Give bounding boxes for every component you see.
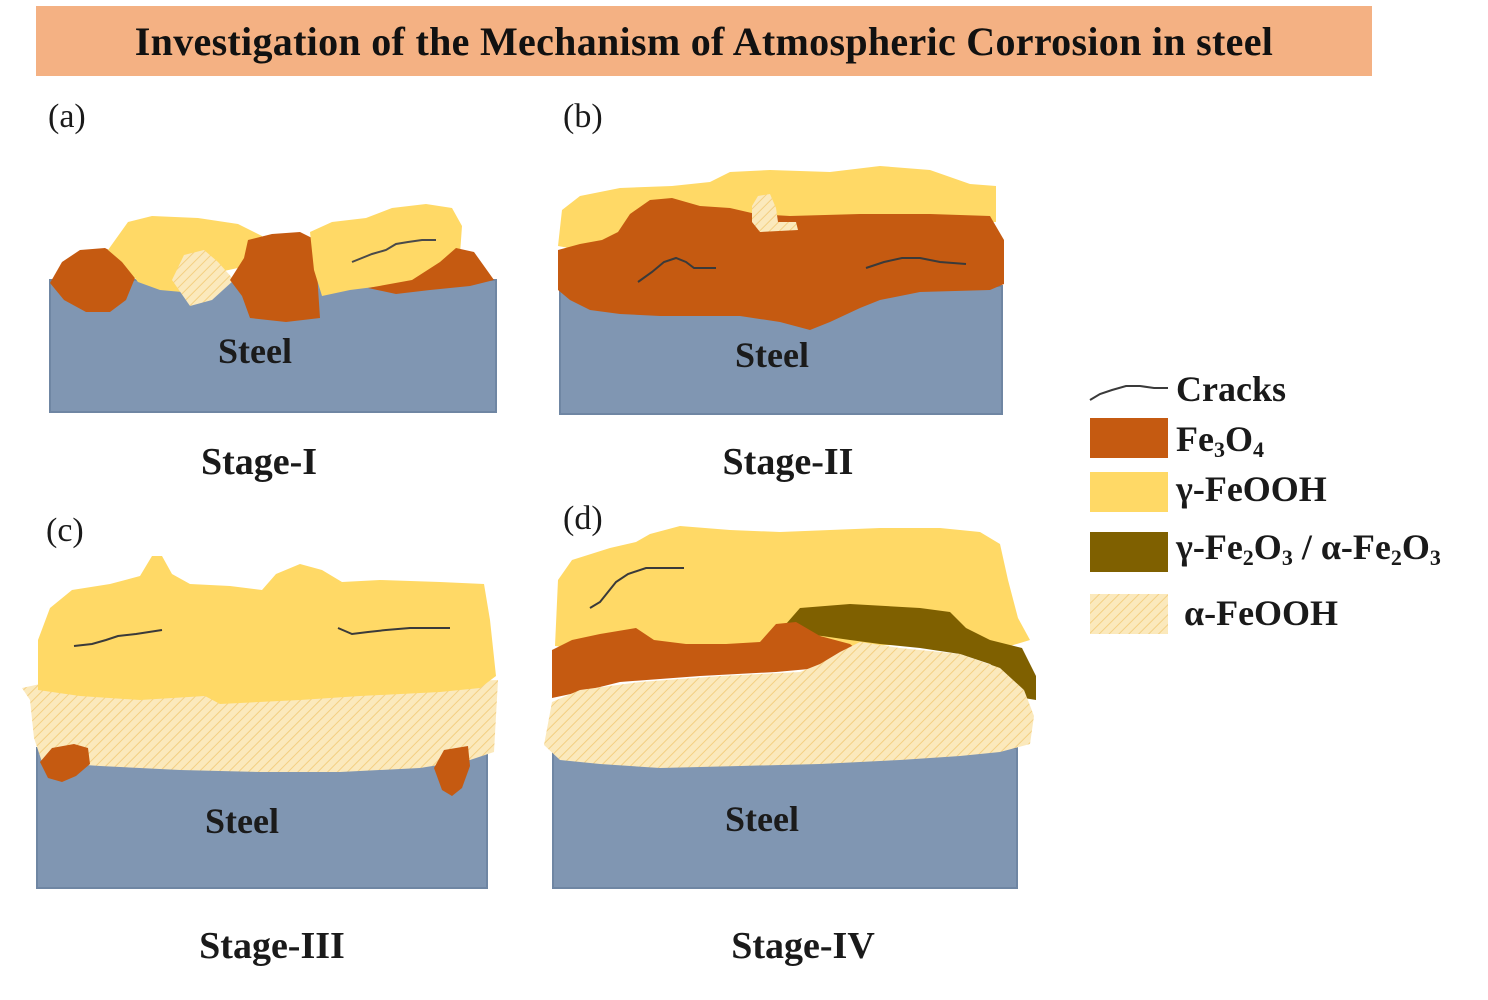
legend-fe2o3-swatch	[1090, 532, 1168, 572]
stage-label: Stage-III	[199, 925, 345, 967]
panel-c-drawing	[22, 556, 498, 889]
steel-label: Steel	[725, 799, 799, 839]
legend-crack-line	[1089, 385, 1168, 401]
crack	[351, 239, 436, 263]
crack	[589, 567, 684, 609]
panel-letter-a: (a)	[48, 98, 86, 135]
gamma-feooh-layer	[38, 556, 496, 704]
crack	[637, 256, 716, 283]
gamma-feooh-layer	[108, 216, 262, 292]
steel-label: Steel	[218, 331, 292, 371]
fe3o4-layer	[368, 248, 494, 294]
legend-alpha-feooh-label: α-FeOOH	[1184, 593, 1339, 633]
alpha-feooh-layer	[172, 250, 234, 306]
title-banner: Investigation of the Mechanism of Atmosp…	[36, 6, 1372, 76]
alpha-feooh-layer	[544, 642, 1034, 768]
steel-label: Steel	[205, 801, 279, 841]
steel-label: Steel	[735, 335, 809, 375]
legend-gamma-feooh-label: γ-FeOOH	[1176, 469, 1327, 509]
panel-b-drawing	[558, 166, 1004, 415]
page-title: Investigation of the Mechanism of Atmosp…	[134, 18, 1274, 64]
stage-label: Stage-I	[200, 441, 318, 483]
panel-letter-c: (c)	[46, 512, 84, 549]
alpha-feooh-layer	[22, 680, 498, 772]
fe3o4-layer	[40, 744, 90, 782]
steel-substrate	[552, 747, 1018, 889]
legend-alpha-feooh-swatch	[1090, 594, 1168, 634]
fe3o4-layer	[552, 622, 860, 698]
legend-gamma-feooh-swatch	[1090, 472, 1168, 512]
fe3o4-layer	[558, 198, 1004, 330]
alpha-feooh-layer	[752, 194, 798, 232]
fe2o3-layer	[786, 604, 1036, 700]
panel-letter-d: (d)	[563, 500, 603, 537]
stage-label: Stage-IV	[731, 925, 875, 967]
legend-cracks-label: Cracks	[1176, 369, 1286, 409]
stage-label: Stage-II	[722, 441, 854, 483]
fe3o4-layer	[230, 232, 320, 322]
crack	[865, 257, 967, 269]
legend-fe3o4-swatch	[1090, 418, 1168, 458]
legend-fe3o4-label: Fe3O4	[1176, 419, 1264, 462]
panel-letter-b: (b)	[563, 98, 603, 135]
panel-a-drawing	[49, 204, 497, 413]
crack	[73, 629, 163, 647]
crack	[337, 627, 450, 636]
fe3o4-layer	[50, 248, 135, 312]
panel-d-drawing	[544, 526, 1036, 889]
legend-fe2o3-label: γ-Fe2O3 / α-Fe2O3	[1176, 527, 1441, 570]
fe3o4-layer	[434, 746, 470, 796]
